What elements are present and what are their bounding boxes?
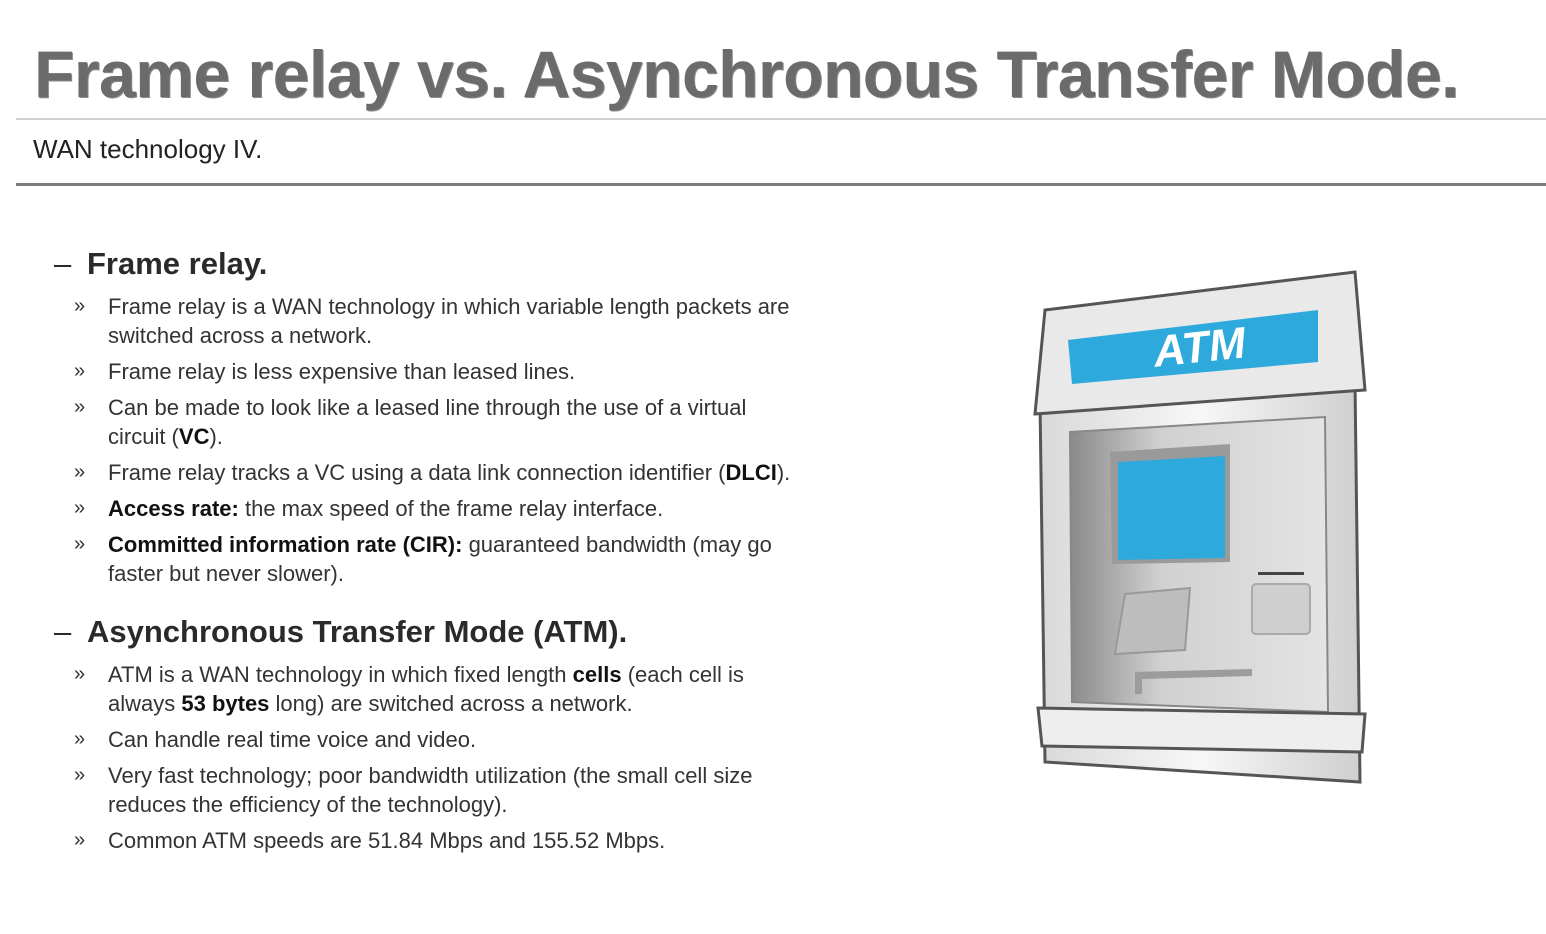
bullet-item: » Common ATM speeds are 51.84 Mbps and 15…	[54, 826, 794, 855]
section-atm: – Asynchronous Transfer Mode (ATM). » ATM…	[54, 614, 794, 855]
bullet-text: Frame relay is less expensive than lease…	[108, 357, 794, 386]
text-run: ).	[209, 424, 223, 449]
bullet-marker: »	[74, 663, 86, 685]
text-run: Frame relay is less expensive than lease…	[108, 359, 576, 384]
text-run: Frame relay tracks a VC using a data lin…	[108, 460, 726, 485]
bullet-marker: »	[74, 461, 86, 483]
section-heading: – Frame relay.	[54, 246, 794, 282]
section-heading: – Asynchronous Transfer Mode (ATM).	[54, 614, 794, 650]
bullet-item: » Frame relay is less expensive than leas…	[54, 357, 794, 386]
bullet-text: Very fast technology; poor bandwidth uti…	[108, 761, 794, 819]
section-frame-relay: – Frame relay. » Frame relay is a WAN tec…	[54, 246, 794, 588]
text-run: ATM is a WAN technology in which fixed l…	[108, 662, 573, 687]
bold-term: Committed information rate (CIR):	[108, 532, 463, 557]
bullet-text: Access rate: the max speed of the frame …	[108, 494, 794, 523]
text-run: Frame relay is a WAN technology in which…	[108, 294, 790, 348]
section-heading-text: Asynchronous Transfer Mode (ATM).	[87, 614, 628, 649]
bullet-list: » ATM is a WAN technology in which fixed …	[54, 660, 794, 855]
bold-term: cells	[572, 662, 622, 687]
bullet-text: Committed information rate (CIR): guaran…	[108, 530, 794, 588]
bullet-item: » Frame relay is a WAN technology in whic…	[54, 292, 794, 350]
slide-content: – Frame relay. » Frame relay is a WAN tec…	[54, 246, 794, 881]
bullet-item: » Frame relay tracks a VC using a data li…	[54, 458, 794, 487]
atm-machine-icon: ATM	[1033, 270, 1367, 784]
text-run: ).	[776, 460, 791, 485]
bullet-text: Common ATM speeds are 51.84 Mbps and 155…	[108, 826, 794, 855]
text-run: Common ATM speeds are 51.84 Mbps and 155…	[108, 828, 666, 853]
text-run: Can be made to look like a leased line t…	[108, 395, 747, 449]
text-run: the max speed of the frame relay interfa…	[238, 496, 664, 521]
text-run: Very fast technology; poor bandwidth uti…	[108, 763, 753, 817]
dash-marker: –	[54, 614, 72, 649]
atm-sign-text: ATM	[1150, 318, 1249, 377]
bullet-item: » Access rate: the max speed of the frame…	[54, 494, 794, 523]
bullet-marker: »	[74, 396, 86, 418]
bullet-marker: »	[74, 533, 86, 555]
bullet-marker: »	[74, 764, 86, 786]
bullet-list: » Frame relay is a WAN technology in whic…	[54, 292, 794, 588]
bullet-marker: »	[74, 728, 86, 750]
bullet-text: Can be made to look like a leased line t…	[108, 393, 794, 451]
bold-term: Access rate:	[108, 496, 239, 521]
bullet-item: » Committed information rate (CIR): guara…	[54, 530, 794, 588]
bullet-text: ATM is a WAN technology in which fixed l…	[108, 660, 794, 718]
bullet-text: Frame relay tracks a VC using a data lin…	[108, 458, 794, 487]
bullet-item: » Can handle real time voice and video.	[54, 725, 794, 754]
bullet-text: Frame relay is a WAN technology in which…	[108, 292, 794, 350]
text-run: guaranteed bandwidth (may go faster but …	[108, 532, 772, 586]
title-divider	[16, 118, 1546, 120]
text-run: Can handle real time voice and video.	[108, 727, 477, 752]
bullet-item: » ATM is a WAN technology in which fixed …	[54, 660, 794, 718]
bullet-marker: »	[74, 295, 86, 317]
bullet-text: Can handle real time voice and video.	[108, 725, 794, 754]
bold-term: 53 bytes	[181, 691, 270, 716]
bullet-marker: »	[74, 829, 86, 851]
section-heading-text: Frame relay.	[87, 246, 268, 281]
bold-term: DLCI	[725, 460, 777, 485]
bullet-marker: »	[74, 360, 86, 382]
bullet-marker: »	[74, 497, 86, 519]
text-run: long) are switched across a network.	[269, 691, 633, 716]
bullet-item: » Very fast technology; poor bandwidth ut…	[54, 761, 794, 819]
slide-subtitle: WAN technology IV.	[33, 134, 263, 164]
bold-term: VC	[178, 424, 210, 449]
subtitle-divider	[16, 183, 1546, 186]
bullet-item: » Can be made to look like a leased line …	[54, 393, 794, 451]
dash-marker: –	[54, 246, 72, 281]
text-run: (each cell is always	[108, 662, 744, 716]
slide-title: Frame relay vs. Asynchronous Transfer Mo…	[34, 37, 1459, 111]
